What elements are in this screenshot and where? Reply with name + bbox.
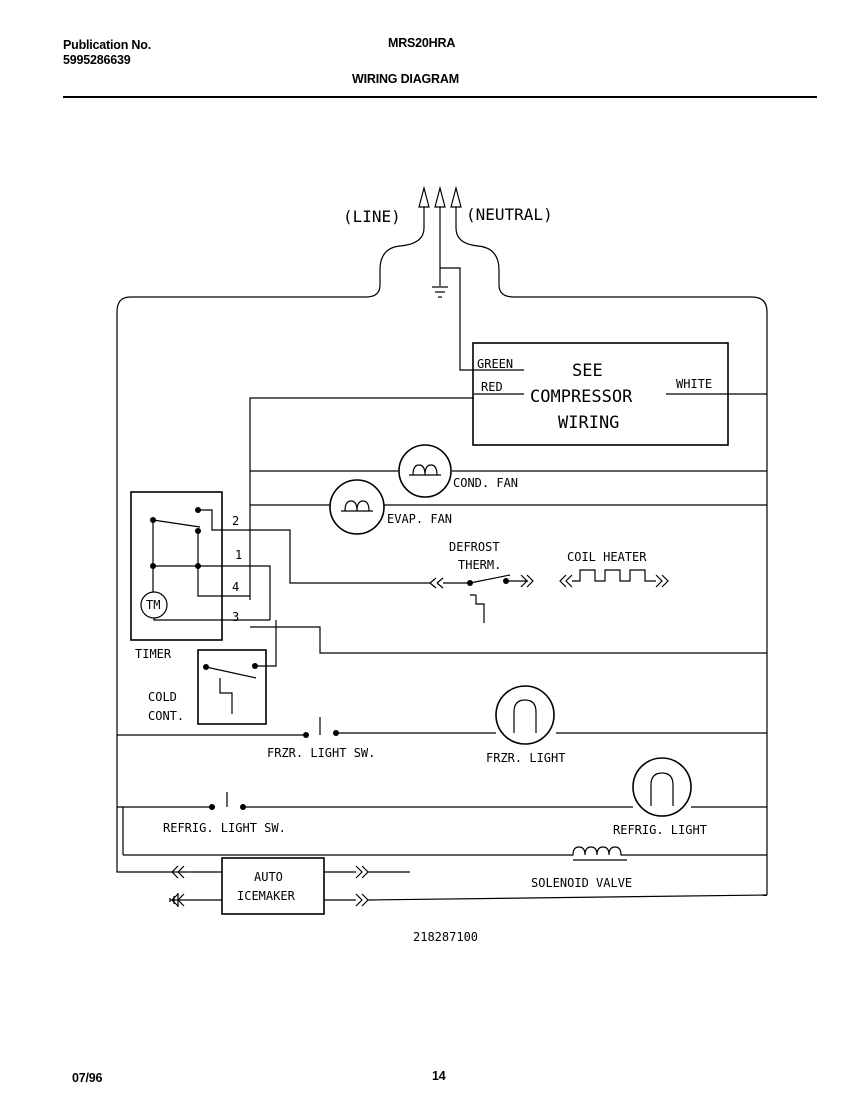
evap-fan-label: EVAP. FAN: [387, 512, 452, 526]
red-wire: [249, 397, 474, 600]
publication-number: 5995286639: [63, 53, 131, 67]
cond-fan-label: COND. FAN: [453, 476, 518, 490]
timer-label: TIMER: [135, 647, 172, 661]
cold-control-label-line2: CONT.: [148, 709, 184, 723]
freezer-light-icon: [495, 685, 555, 745]
page-title: WIRING DIAGRAM: [352, 72, 459, 86]
frzr-light-label: FRZR. LIGHT: [486, 751, 565, 765]
cold-control-box: [197, 649, 267, 725]
neutral-label: (NEUTRAL): [466, 205, 553, 224]
model-number: MRS20HRA: [388, 36, 456, 50]
cold-control-label-line1: COLD: [148, 690, 177, 704]
solenoid-valve-label: SOLENOID VALVE: [531, 876, 632, 890]
terminal-1-label: 1: [235, 548, 242, 562]
plug-arrows: [418, 185, 462, 286]
terminal-4-label: 4: [232, 580, 239, 594]
compressor-label-line1: SEE: [572, 361, 603, 381]
terminal-2-label: 2: [232, 514, 239, 528]
cond-fan-motor-icon: [398, 444, 452, 498]
solenoid-coil-icon: [570, 846, 630, 861]
refrig-light-icon: [632, 757, 692, 817]
refrig-light-sw-label: REFRIG. LIGHT SW.: [163, 821, 286, 835]
icemaker-ground-icon: [169, 893, 179, 907]
red-label: RED: [481, 380, 503, 394]
refrig-light-label: REFRIG. LIGHT: [613, 823, 707, 837]
terminal-3-label: 3: [232, 610, 239, 624]
publication-label: Publication No.: [63, 38, 151, 52]
line-label: (LINE): [343, 207, 401, 226]
icemaker-label-line1: AUTO: [254, 870, 283, 884]
defrost-therm-label-line2: THERM.: [458, 558, 501, 572]
page-number: 14: [432, 1069, 446, 1083]
frzr-light-sw-label: FRZR. LIGHT SW.: [267, 746, 375, 760]
line-wire: [116, 227, 425, 873]
green-label: GREEN: [477, 357, 513, 371]
footer-date: 07/96: [72, 1071, 103, 1085]
neutral-wire: [455, 227, 768, 895]
timer-motor-label: TM: [146, 598, 160, 612]
part-number-label: 218287100: [413, 930, 478, 944]
header-rule: [63, 96, 817, 98]
icemaker-label-line2: ICEMAKER: [237, 889, 296, 903]
auto-icemaker-box: [221, 857, 325, 915]
white-label: WHITE: [676, 377, 712, 391]
ground-icon: [432, 286, 448, 298]
coil-heater-label: COIL HEATER: [567, 550, 647, 564]
defrost-thermostat-icon: [429, 574, 534, 623]
compressor-label-line2: COMPRESSOR: [530, 387, 633, 407]
defrost-therm-label-line1: DEFROST: [449, 540, 500, 554]
compressor-label-line3: WIRING: [558, 413, 619, 433]
evap-fan-motor-icon: [329, 479, 385, 535]
coil-heater-icon: [559, 569, 669, 588]
green-wire: [440, 267, 524, 371]
